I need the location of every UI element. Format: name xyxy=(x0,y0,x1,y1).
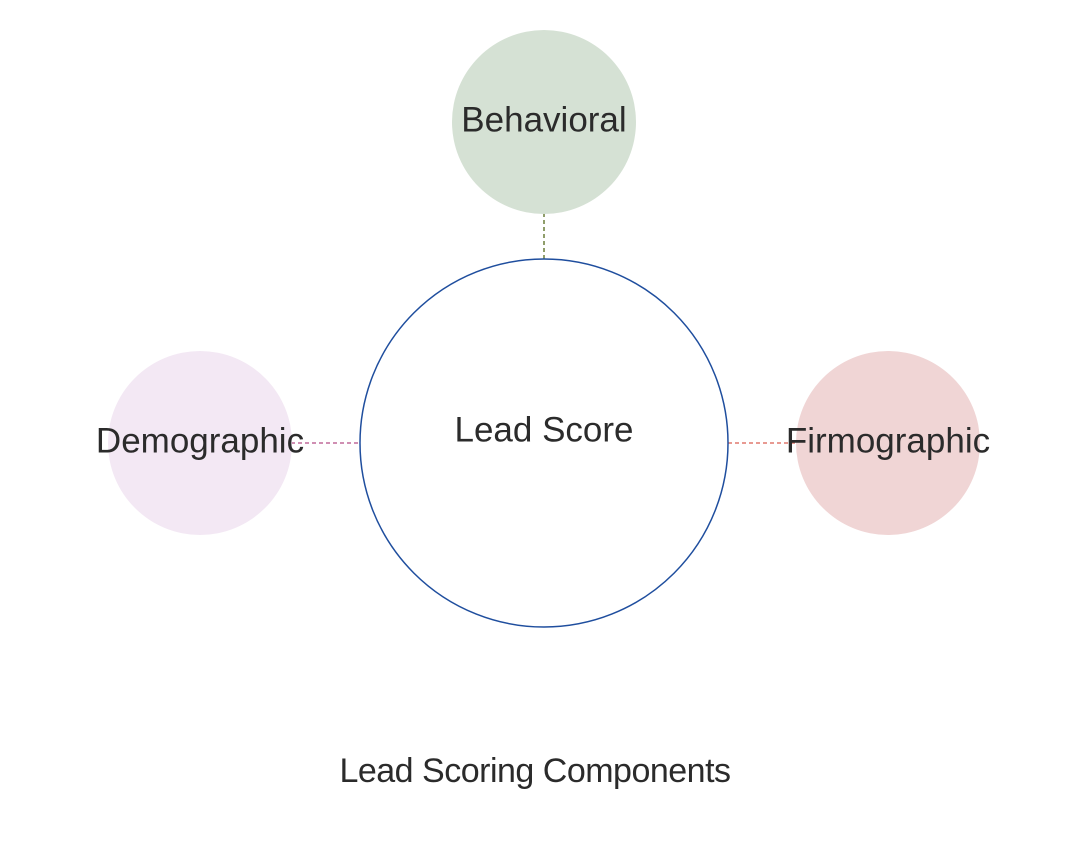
node-demographic: Demographic xyxy=(96,351,304,535)
circle-firmographic xyxy=(796,351,980,535)
circle-demographic xyxy=(108,351,292,535)
node-firmographic: Firmographic xyxy=(786,351,990,535)
label-behavioral: Behavioral xyxy=(461,100,626,139)
center-circle xyxy=(359,258,729,628)
center-label: Lead Score xyxy=(454,410,633,449)
label-demographic: Demographic xyxy=(96,421,304,460)
label-firmographic: Firmographic xyxy=(786,421,990,460)
center-node-lead-score: Lead Score xyxy=(359,258,729,628)
circle-behavioral xyxy=(452,30,636,214)
node-behavioral: Behavioral xyxy=(452,30,636,214)
diagram-caption: Lead Scoring Components xyxy=(339,752,731,790)
